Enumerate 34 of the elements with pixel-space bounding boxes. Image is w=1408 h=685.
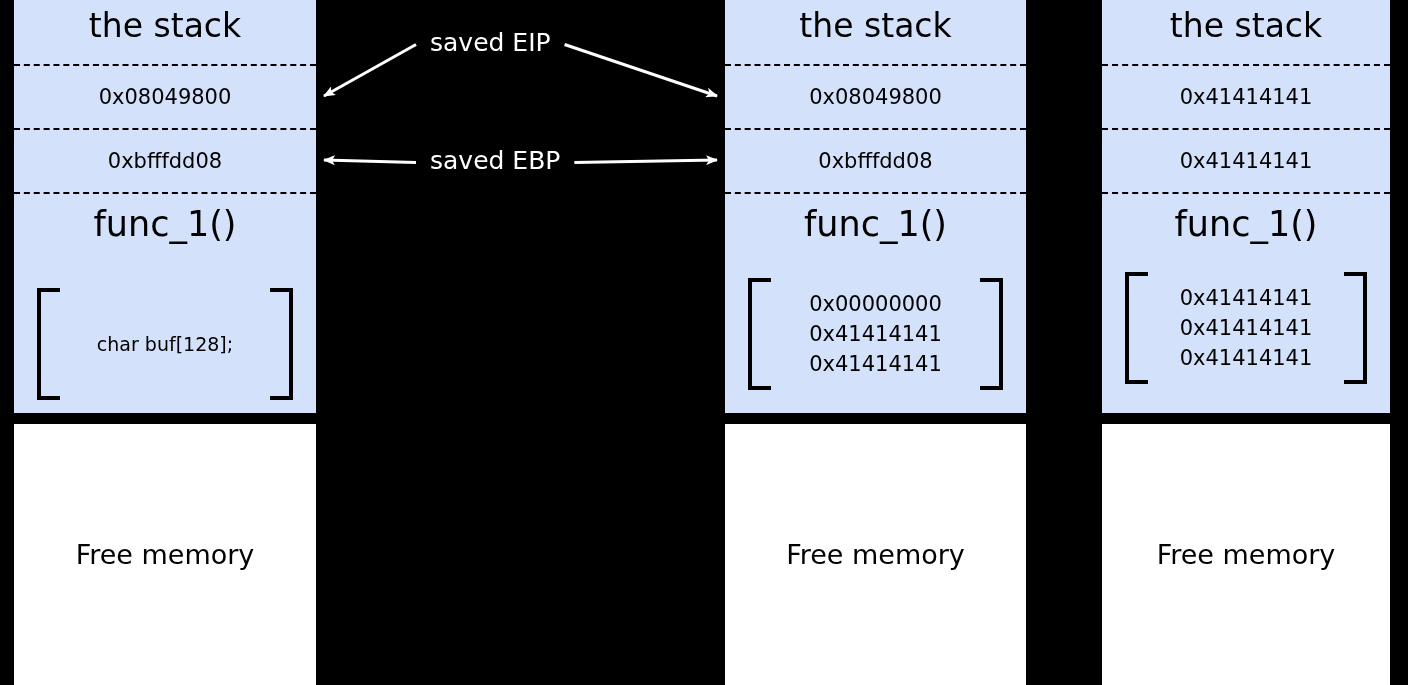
function-name: func_1() — [1173, 204, 1319, 244]
arrow — [574, 155, 718, 166]
block-label: Free memory — [1156, 539, 1336, 570]
stack-heading: the stack — [798, 6, 953, 45]
function-name: func_1() — [803, 204, 948, 244]
memory-value: 0x41414141 — [1178, 315, 1314, 342]
free-memory-block — [725, 424, 1026, 685]
arrow — [323, 43, 417, 98]
code-text: char buf[128]; — [95, 332, 235, 357]
memory-value: 0x08049800 — [98, 85, 232, 109]
memory-value: 0xbfffdd08 — [818, 149, 933, 173]
memory-value: 0xbfffdd08 — [107, 149, 223, 173]
free-memory-block — [1102, 424, 1390, 685]
block-label: Free memory — [75, 539, 255, 570]
stack-heading: the stack — [1168, 6, 1324, 45]
function-name: func_1() — [92, 204, 238, 244]
stack-frame-panel — [14, 0, 316, 413]
stack-heading: the stack — [87, 6, 243, 45]
memory-value: 0x41414141 — [808, 351, 943, 378]
memory-value: 0x41414141 — [1178, 345, 1314, 372]
memory-value: 0x41414141 — [1178, 285, 1314, 312]
stack-frame-panel — [1102, 0, 1390, 413]
memory-value: 0x00000000 — [808, 291, 943, 318]
memory-value: 0x08049800 — [809, 85, 942, 109]
register-label: saved EIP — [430, 28, 551, 57]
arrow — [564, 43, 718, 98]
memory-value: 0x41414141 — [808, 321, 943, 348]
arrow — [323, 155, 417, 166]
memory-value: 0x41414141 — [1179, 85, 1313, 109]
stack-frame-panel — [725, 0, 1026, 413]
register-label: saved EBP — [430, 146, 561, 175]
block-label: Free memory — [786, 539, 965, 570]
free-memory-block — [14, 424, 316, 685]
memory-value: 0x41414141 — [1179, 149, 1313, 173]
